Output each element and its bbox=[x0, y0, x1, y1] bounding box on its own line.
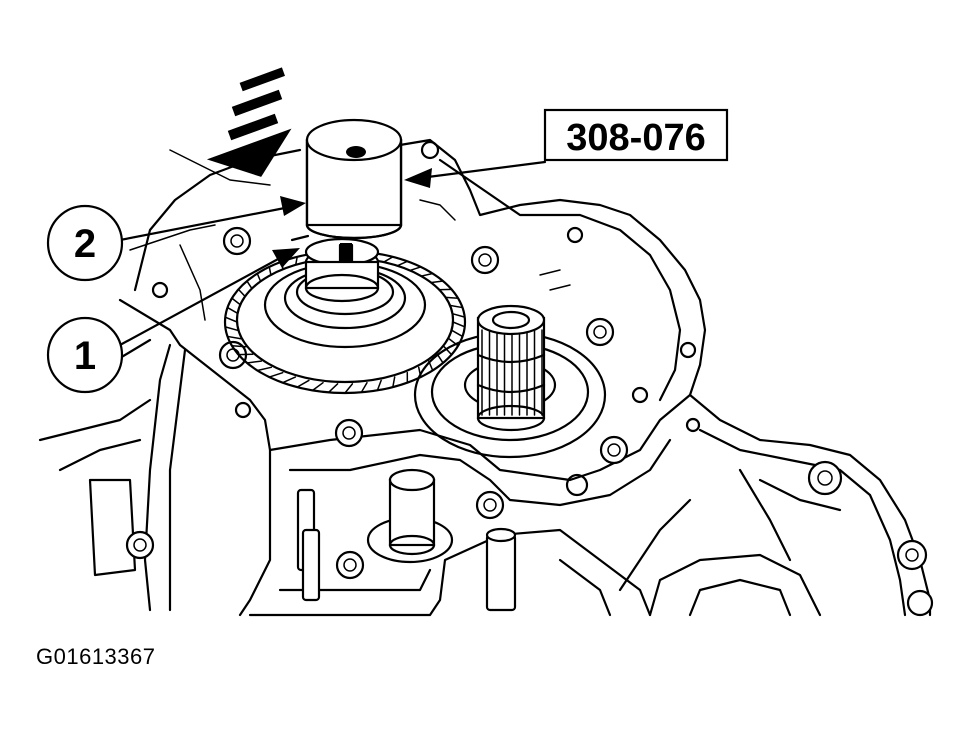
gear-tooth bbox=[256, 366, 273, 372]
gear-tooth bbox=[281, 376, 297, 384]
callout-1: 1 bbox=[46, 316, 124, 394]
bolt bbox=[585, 317, 615, 347]
bolt bbox=[599, 435, 629, 465]
bolt bbox=[334, 418, 364, 448]
bolt bbox=[896, 539, 928, 571]
gear-tooth bbox=[451, 329, 464, 338]
spline-band bbox=[476, 353, 546, 364]
output-shaft bbox=[413, 304, 607, 459]
gear-tooth bbox=[443, 345, 453, 356]
gear-tooth bbox=[376, 379, 382, 392]
leader-arrows bbox=[118, 160, 547, 347]
force-arrow bbox=[206, 67, 292, 177]
tool-label-text: 308-076 bbox=[566, 117, 705, 159]
gear-tooth bbox=[451, 312, 466, 318]
spline-band bbox=[476, 383, 546, 394]
hole bbox=[565, 473, 589, 497]
figure-id: G01613367 bbox=[36, 644, 156, 669]
gear-tooth bbox=[224, 326, 239, 332]
bolt bbox=[470, 245, 500, 275]
gear-tooth bbox=[268, 371, 284, 378]
bolt bbox=[475, 490, 505, 520]
bolt bbox=[125, 530, 155, 560]
gear-tooth bbox=[231, 345, 247, 348]
gear-tooth bbox=[226, 335, 242, 340]
hole bbox=[420, 140, 440, 160]
callout-1-label: 1 bbox=[74, 334, 96, 378]
hole bbox=[151, 281, 169, 299]
dowel-pins bbox=[296, 488, 517, 612]
gear-tooth bbox=[360, 381, 368, 394]
shift-shaft bbox=[366, 468, 454, 564]
hole bbox=[566, 226, 584, 244]
hole bbox=[631, 386, 649, 404]
bolt bbox=[807, 460, 843, 496]
gear-tooth bbox=[452, 321, 466, 328]
snap-ring bbox=[304, 237, 380, 303]
gear-tooth bbox=[327, 383, 339, 394]
hole bbox=[685, 417, 701, 433]
gear-tooth bbox=[296, 379, 310, 388]
bolt bbox=[906, 589, 934, 617]
special-tool-308-076 bbox=[305, 118, 403, 240]
bolt bbox=[222, 226, 252, 256]
gear-tooth bbox=[344, 383, 354, 394]
callout-2: 2 bbox=[46, 204, 124, 282]
gear-tooth bbox=[226, 306, 239, 315]
gear-tooth bbox=[246, 360, 262, 364]
gear-tooth bbox=[311, 381, 324, 392]
gear-tooth bbox=[224, 316, 238, 323]
bolt bbox=[335, 550, 365, 580]
gear-tooth bbox=[392, 376, 396, 388]
tool-label-box: 308-076 bbox=[543, 108, 729, 162]
hole bbox=[234, 401, 252, 419]
hole bbox=[679, 341, 697, 359]
case-bolts bbox=[125, 140, 934, 617]
callout-2-label: 2 bbox=[74, 222, 96, 266]
